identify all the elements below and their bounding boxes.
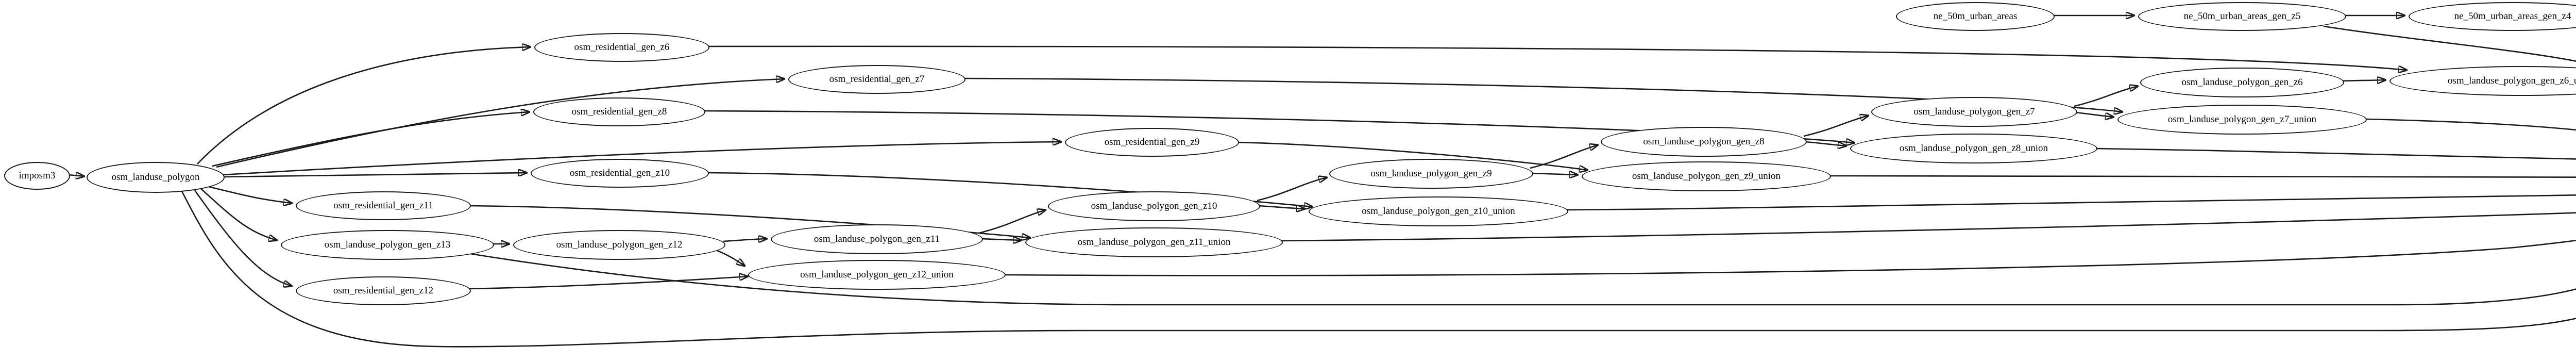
node-label: osm_landuse_polygon_gen_z6_union [2447, 75, 2576, 86]
node-osm-landuse-polygon-gen-z10: osm_landuse_polygon_gen_z10 [1048, 191, 1260, 221]
edge-gen-z11-to-gen-z10 [978, 210, 1046, 234]
node-osm-landuse-polygon-label: osm_landuse_polygon [111, 172, 200, 183]
node-label: osm_landuse_polygon_gen_z9_union [1632, 171, 1781, 182]
node-label: osm_landuse_polygon_gen_z9 [1370, 168, 1492, 179]
edge-ne50m-gen-z5-to-layer-z5 [2323, 25, 2576, 62]
edge-res-z12-to-gen-z12-union [468, 276, 748, 290]
node-osm-landuse-polygon-gen-z8-union: osm_landuse_polygon_gen_z8_union [1850, 134, 2097, 163]
node-osm-residential-gen-z10: osm_residential_gen_z10 [531, 159, 709, 188]
node-label: osm_residential_gen_z7 [829, 74, 925, 85]
edge-osm-landuse-polygon-to-osm-residential-gen-z7 [216, 79, 785, 168]
edge-gen-z9-to-gen-z9-union [1531, 173, 1578, 175]
edge-gen-z8-to-gen-z7 [1803, 116, 1869, 137]
node-label: osm_residential_gen_z6 [574, 42, 670, 53]
edge-res-z11-to-gen-z11-union [468, 205, 1030, 238]
edge-gen-z7-union-to-layer-z7 [2364, 118, 2576, 131]
node-osm-landuse-polygon-gen-z7: osm_landuse_polygon_gen_z7 [1871, 97, 2077, 127]
node-label: osm_residential_gen_z9 [1104, 137, 1200, 147]
node-osm-landuse-polygon-gen-z11: osm_landuse_polygon_gen_z11 [771, 224, 983, 254]
edge-gen-z12-to-gen-z12-union [716, 249, 745, 266]
node-imposm3-label: imposm3 [19, 170, 56, 181]
node-label: osm_landuse_polygon_gen_z11_union [1077, 237, 1231, 248]
edge-osm-landuse-polygon-to-osm-residential-gen-z10 [222, 173, 527, 178]
edge-gen-z7-to-gen-z6 [2074, 86, 2138, 107]
edge-gen-z11-union-to-layer-z11 [1280, 212, 2576, 242]
edge-gen-z10-to-gen-z10-union [1258, 206, 1305, 209]
node-label: osm_landuse_polygon_gen_z7_union [2167, 114, 2317, 125]
node-osm-residential-gen-z8: osm_residential_gen_z8 [533, 97, 705, 126]
node-osm-landuse-polygon-gen-z8: osm_landuse_polygon_gen_z8 [1601, 127, 1807, 157]
edge-gen-z8-union-to-layer-z8 [2095, 147, 2576, 159]
edge-osm-landuse-polygon-to-osm-residential-gen-z11 [208, 186, 292, 203]
node-imposm3: imposm3 [4, 162, 70, 190]
edge-osm-landuse-polygon-to-osm-residential-gen-z12 [194, 190, 292, 286]
node-osm-landuse-polygon-gen-z12: osm_landuse_polygon_gen_z12 [513, 230, 725, 260]
node-osm-landuse-polygon-gen-z9-union: osm_landuse_polygon_gen_z9_union [1582, 161, 1831, 191]
node-label: osm_landuse_polygon_gen_z6 [2181, 77, 2303, 88]
node-label: osm_landuse_polygon_gen_z8 [1643, 136, 1765, 147]
node-osm-landuse-polygon-gen-z9: osm_landuse_polygon_gen_z9 [1329, 159, 1533, 189]
edge-gen-z8-to-gen-z8-union [1804, 141, 1846, 146]
node-osm-landuse-polygon-gen-z6: osm_landuse_polygon_gen_z6 [2140, 68, 2344, 97]
node-label: osm_landuse_polygon_gen_z10_union [1362, 206, 1515, 217]
node-osm-residential-gen-z11: osm_residential_gen_z11 [296, 191, 471, 220]
edge-gen-z12-to-gen-z11 [723, 239, 767, 241]
node-osm-landuse-polygon-gen-z7-union: osm_landuse_polygon_gen_z7_union [2117, 105, 2367, 135]
node-label: osm_landuse_polygon_gen_z8_union [1899, 143, 2048, 154]
node-label: ne_50m_urban_areas_gen_z4 [2454, 11, 2571, 22]
edge-gen-z10-union-to-layer-z10 [1566, 194, 2576, 211]
edge-osm-landuse-polygon-to-osm-residential-gen-z8 [212, 112, 530, 167]
edge-gen-z9-union-to-layer-z9 [1828, 175, 2576, 178]
node-osm-landuse-polygon-gen-z13: osm_landuse_polygon_gen_z13 [281, 230, 494, 260]
node-osm-residential-gen-z9: osm_residential_gen_z9 [1065, 128, 1239, 157]
node-label: osm_landuse_polygon_gen_z7 [1913, 106, 2035, 117]
edge-gen-z10-to-gen-z9 [1257, 177, 1327, 202]
node-osm-residential-gen-z7: osm_residential_gen_z7 [788, 65, 965, 94]
edge-gen-z11-to-gen-z11-union [980, 239, 1022, 240]
node-label: osm_landuse_polygon_gen_z11 [814, 234, 940, 244]
node-osm-residential-gen-z12: osm_residential_gen_z12 [296, 276, 471, 305]
edge-res-z6-to-gen-z6-union [707, 45, 2407, 70]
node-ne-50m-urban-areas: ne_50m_urban_areas [1896, 2, 2055, 31]
node-label: osm_residential_gen_z12 [333, 285, 434, 296]
node-osm-residential-gen-z6: osm_residential_gen_z6 [534, 33, 709, 62]
node-label: osm_landuse_polygon_gen_z12 [556, 239, 683, 250]
edge-imposm3-to-osm-landuse-polygon [67, 175, 84, 176]
edge-gen-z7-to-gen-z7-union [2075, 111, 2114, 117]
edge-osm-landuse-polygon-to-osm-landuse-polygon-gen-z13 [200, 188, 277, 240]
node-label: osm_landuse_polygon_gen_z13 [324, 239, 451, 250]
node-osm-landuse-polygon-gen-z10-union: osm_landuse_polygon_gen_z10_union [1309, 196, 1568, 226]
node-label: osm_landuse_polygon_gen_z12_union [800, 269, 954, 280]
edge-gen-z13-to-layer-z13 [463, 252, 2576, 306]
edge-res-z10-to-gen-z10-union [706, 172, 1313, 207]
node-label: osm_residential_gen_z11 [333, 200, 433, 211]
node-ne-50m-urban-areas-gen-z4: ne_50m_urban_areas_gen_z4 [2409, 2, 2576, 31]
node-label: ne_50m_urban_areas_gen_z5 [2183, 11, 2301, 22]
node-osm-landuse-polygon-gen-z11-union: osm_landuse_polygon_gen_z11_union [1025, 227, 1283, 257]
edge-osm-landuse-polygon-to-osm-residential-gen-z6 [197, 47, 531, 164]
node-osm-landuse-polygon: osm_landuse_polygon [87, 162, 225, 193]
edge-osm-landuse-polygon-to-layer-z14 [180, 190, 2576, 348]
node-label: osm_landuse_polygon_gen_z10 [1091, 201, 1217, 211]
edge-osm-landuse-polygon-to-osm-residential-gen-z9 [222, 142, 1061, 176]
node-label: osm_residential_gen_z8 [571, 106, 667, 117]
node-label: ne_50m_urban_areas [1933, 11, 2018, 22]
edge-gen-z12-union-to-layer-z12 [1003, 239, 2576, 276]
edge-gen-z9-to-gen-z8 [1530, 145, 1598, 169]
node-osm-landuse-polygon-gen-z12-union: osm_landuse_polygon_gen_z12_union [748, 260, 1006, 290]
edge-res-z9-to-gen-z9-union [1236, 141, 1588, 170]
edge-gen-z6-to-gen-z6-union [2342, 80, 2386, 81]
node-label: osm_residential_gen_z10 [569, 168, 670, 178]
node-ne-50m-urban-areas-gen-z5: ne_50m_urban_areas_gen_z5 [2138, 2, 2346, 31]
